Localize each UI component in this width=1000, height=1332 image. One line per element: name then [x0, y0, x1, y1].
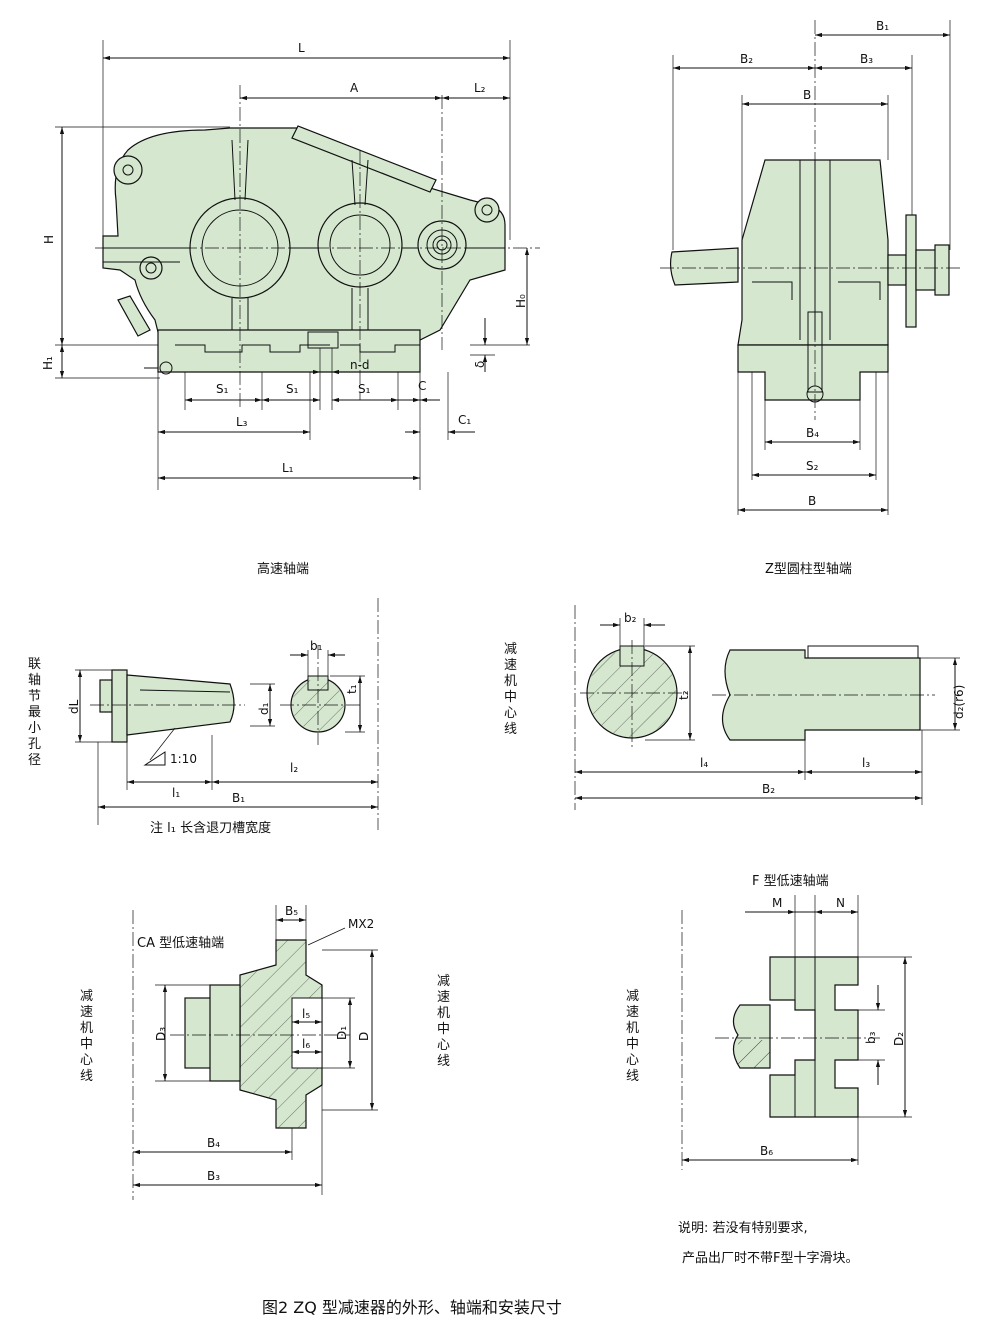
- caption-z-type-end: Z型圆柱型轴端: [765, 562, 852, 577]
- side-shaft-right: [887, 254, 907, 286]
- front-view: L A L₂ H H₁ H₀ δ S₁ S₁ S₁ n-d C C₁ L₃ L₁: [41, 40, 540, 490]
- high-speed-shaft-detail: dL d₁ b₁ t₁ 1:10 l₁ l₂ B₁ 注 l₁ 长含退刀槽宽度: [67, 598, 379, 836]
- dim-b3: b₃: [864, 1031, 878, 1044]
- caption-f-type: F 型低速轴端: [752, 874, 829, 889]
- dim-D1: D₁: [335, 1026, 349, 1040]
- dim-B3-ca: B₃: [207, 1169, 220, 1183]
- dim-B3-side: B₃: [860, 52, 873, 66]
- dim-b2: b₂: [624, 611, 637, 625]
- dim-l5: l₅: [302, 1007, 310, 1021]
- label-MX2: MX2: [348, 917, 374, 931]
- dim-d1: d₁: [257, 702, 271, 715]
- dim-l3: l₃: [862, 756, 870, 770]
- dim-B6: B₆: [760, 1144, 773, 1158]
- dim-A: A: [350, 81, 359, 95]
- caption-coupling-min-bore: 联轴节最小孔径: [28, 657, 41, 768]
- figure-title: 图2 ZQ 型减速器的外形、轴端和安装尺寸: [262, 1298, 562, 1317]
- note-l1: 注 l₁ 长含退刀槽宽度: [150, 820, 271, 836]
- dim-B-bottom: B: [808, 494, 816, 508]
- lifting-lug-right: [474, 197, 500, 223]
- dim-D: D: [357, 1032, 371, 1041]
- caption-high-speed-end: 高速轴端: [257, 561, 309, 577]
- caption-ca-type: CA 型低速轴端: [137, 936, 224, 951]
- dim-B-top: B: [803, 88, 811, 102]
- side-shaft-left: [669, 247, 739, 286]
- side-housing: [737, 159, 889, 346]
- dim-B1-hs: B₁: [232, 791, 245, 805]
- dim-dL: dL: [67, 699, 81, 714]
- dim-S1-c: S₁: [358, 382, 371, 396]
- base-plate: [157, 329, 421, 373]
- dim-S1-a: S₁: [216, 382, 229, 396]
- inspection-cover: [291, 125, 437, 193]
- dim-d2r6: d₂(r6): [952, 685, 966, 719]
- dim-S1-b: S₁: [286, 382, 299, 396]
- dim-t1: t₁: [345, 684, 359, 694]
- dim-delta: δ: [473, 361, 487, 368]
- explanation-line-2: 产品出厂时不带F型十字滑块。: [682, 1251, 858, 1266]
- dim-t2: t₂: [677, 690, 691, 700]
- lifting-lug-lower: [139, 256, 163, 280]
- dim-B5: B₅: [285, 904, 298, 918]
- dim-B4-side: B₄: [806, 426, 819, 440]
- dim-L3: L₃: [236, 415, 248, 429]
- coupling-nut: [99, 679, 113, 713]
- dim-D3: D₃: [154, 1027, 168, 1041]
- dim-L: L: [298, 41, 305, 55]
- dim-D2: D₂: [892, 1032, 906, 1046]
- dim-B4-ca: B₄: [207, 1136, 220, 1150]
- taper-ratio: 1:10: [170, 752, 197, 766]
- explanation-line-1: 说明: 若没有特别要求,: [678, 1220, 808, 1236]
- dim-B2-side: B₂: [740, 52, 753, 66]
- dim-C1: C₁: [458, 413, 471, 427]
- dim-C: C: [418, 379, 426, 393]
- f-type-detail: F 型低速轴端 M N b₃ D₂ B₆: [681, 874, 912, 1170]
- dim-l6: l₆: [302, 1037, 310, 1051]
- dim-H1: H₁: [41, 356, 55, 370]
- dim-S2: S₂: [806, 459, 819, 473]
- dim-l1: l₁: [172, 786, 180, 800]
- dim-n-d: n-d: [350, 358, 370, 372]
- dim-L2: L₂: [474, 81, 486, 95]
- caption-centerline-3: 减速机中心线: [437, 974, 450, 1069]
- lifting-lug-left: [113, 155, 143, 185]
- side-view: B₁ B₂ B₃ B B₄ S₂ B: [660, 19, 960, 515]
- ca-type-detail: CA 型低速轴端 B₅ MX2 D₃ l₅ l₆ D₁ D: [132, 904, 378, 1200]
- coupling-flange: [111, 669, 128, 743]
- dim-l4: l₄: [700, 756, 708, 770]
- dim-M: M: [772, 896, 782, 910]
- caption-centerline-1: 减速机中心线: [504, 642, 517, 737]
- dim-B1-side: B₁: [876, 19, 889, 33]
- caption-centerline-2: 减速机中心线: [80, 989, 93, 1084]
- caption-centerline-4: 减速机中心线: [626, 989, 639, 1084]
- dim-b1: b₁: [310, 639, 323, 653]
- dim-H: H: [42, 235, 56, 244]
- f-slider-block: [769, 956, 859, 1118]
- dim-N: N: [836, 896, 845, 910]
- dim-B2-z: B₂: [762, 782, 775, 796]
- dim-L1: L₁: [282, 461, 294, 475]
- dim-l2: l₂: [290, 761, 298, 775]
- z-shaft-side: [721, 649, 921, 741]
- z-type-shaft-detail: b₂ t₂ d₂(r6) l₄ l₃ B₂: [574, 605, 966, 810]
- dim-H0: H₀: [514, 294, 528, 308]
